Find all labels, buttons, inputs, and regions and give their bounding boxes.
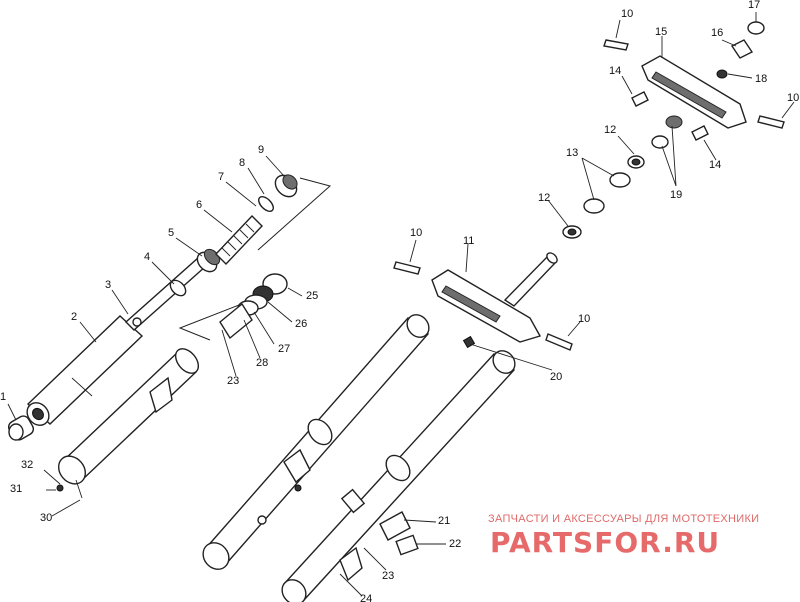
watermark: ЗАПЧАСТИ И АКСЕССУАРЫ ДЛЯ МОТОТЕХНИКИ PA… (488, 513, 759, 559)
callout-22: 22 (449, 538, 461, 550)
callout-16: 16 (711, 27, 723, 39)
part-9-top-plug (274, 174, 298, 198)
part-2-damper-tube (26, 315, 144, 426)
callout-27: 27 (278, 343, 290, 355)
callout-14-upper: 14 (609, 65, 621, 77)
callout-5: 5 (168, 227, 174, 239)
steering-bearings (562, 115, 683, 239)
watermark-tagline: ЗАПЧАСТИ И АКСЕССУАРЫ ДЛЯ МОТОТЕХНИКИ (488, 513, 759, 525)
leader-lines (7, 12, 795, 597)
callout-10-top: 10 (621, 8, 633, 20)
callout-10-right: 10 (787, 92, 799, 104)
brake-line-brackets (379, 511, 419, 556)
callout-1: 1 (0, 391, 6, 403)
fork-internals-assembly (7, 174, 332, 441)
callout-21: 21 (438, 515, 450, 527)
center-fork-tube (202, 314, 430, 570)
part-6-spring (215, 214, 263, 266)
lower-triple-clamp (393, 252, 573, 351)
callout-19: 19 (670, 189, 682, 201)
explode-line-top (257, 177, 332, 251)
callout-20: 20 (550, 371, 562, 383)
callout-31: 31 (10, 483, 22, 495)
callout-11: 11 (463, 235, 474, 247)
callout-6: 6 (196, 199, 202, 211)
callout-9: 9 (258, 144, 264, 156)
spring-seat-stack (219, 273, 288, 340)
callout-26: 26 (295, 318, 307, 330)
part-3-damper-rod (124, 257, 208, 331)
callout-7: 7 (218, 171, 224, 183)
callout-12-upper: 12 (604, 124, 616, 136)
part-8-o-ring (258, 196, 274, 212)
callout-12-lower: 12 (538, 192, 550, 204)
callout-17: 17 (748, 0, 760, 11)
callout-23-left: 23 (227, 375, 239, 387)
callout-10-lower-right: 10 (578, 313, 590, 325)
callout-30: 30 (40, 512, 52, 524)
upper-triple-clamp (603, 21, 785, 141)
left-lower-leg (56, 348, 200, 499)
callout-3: 3 (105, 279, 111, 291)
callout-28: 28 (256, 357, 268, 369)
watermark-logo: PARTSFOR.RU (490, 526, 720, 559)
right-fork-tube (281, 350, 516, 602)
callout-18: 18 (755, 73, 767, 85)
explode-line-bottom (178, 295, 263, 341)
callout-24: 24 (360, 593, 372, 602)
callout-10-lower-left: 10 (410, 227, 422, 239)
callout-14-lower: 14 (709, 159, 721, 171)
callout-13: 13 (566, 147, 578, 159)
callout-2: 2 (71, 311, 77, 323)
callout-23-right: 23 (382, 570, 394, 582)
callout-32: 32 (21, 459, 33, 471)
callout-8: 8 (239, 157, 245, 169)
callout-15: 15 (655, 26, 667, 38)
callout-4: 4 (144, 251, 150, 263)
callout-25: 25 (306, 290, 318, 302)
